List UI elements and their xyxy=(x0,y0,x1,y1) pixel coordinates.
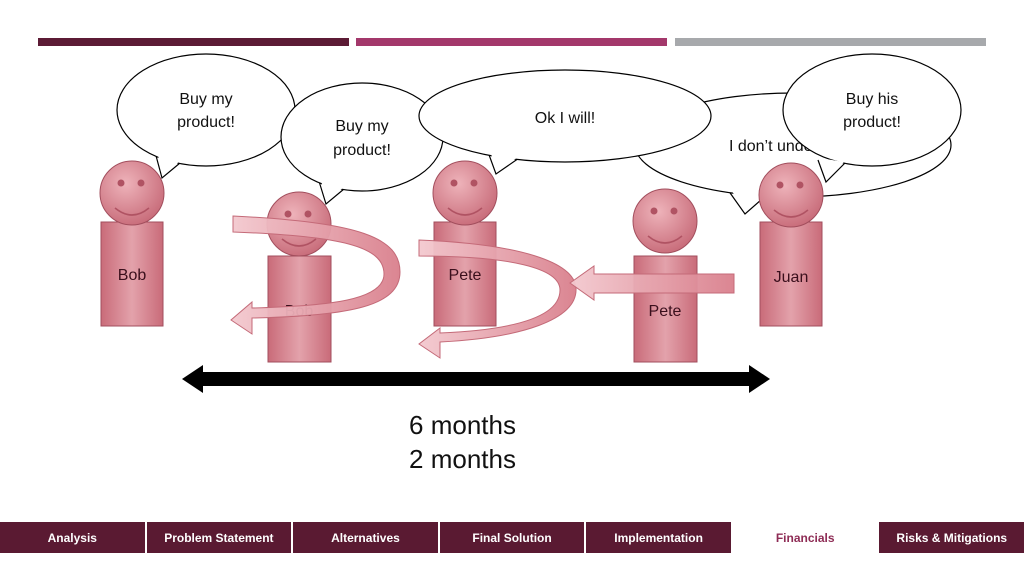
figure-label: Pete xyxy=(449,267,482,284)
tab-analysis[interactable]: Analysis xyxy=(0,522,147,553)
curved-arrow-pete xyxy=(418,239,577,359)
header-bar-magenta xyxy=(356,38,667,46)
bubble-text: Buy my xyxy=(335,118,388,135)
tab-final-solution[interactable]: Final Solution xyxy=(439,522,587,553)
speech-bubble-juan-2: Buy his product! xyxy=(782,53,962,184)
bubble-text: product! xyxy=(333,142,391,159)
tab-implementation[interactable]: Implementation xyxy=(586,522,733,553)
figure-juan: Juan xyxy=(758,162,824,327)
figure-label: Pete xyxy=(649,303,682,320)
speech-bubble-bob-2: Buy my product! xyxy=(280,82,444,206)
header-bar-gray xyxy=(675,38,986,46)
timeline-label-6-months: 6 months xyxy=(409,410,516,440)
header-bar-dark xyxy=(38,38,349,46)
timeline-label-2-months: 2 months xyxy=(409,444,516,474)
curved-arrow-bob xyxy=(230,215,401,335)
bubble-text: product! xyxy=(177,114,235,131)
figure-label: Bob xyxy=(118,267,147,284)
tab-problem-statement[interactable]: Problem Statement xyxy=(146,522,294,553)
bubble-text: Buy my xyxy=(179,91,232,108)
figure-label: Juan xyxy=(774,269,809,286)
bubble-text: Ok I will! xyxy=(535,110,595,127)
tab-alternatives[interactable]: Alternatives xyxy=(293,522,440,553)
figure-bob-2: Bob xyxy=(266,191,332,363)
bubble-text: product! xyxy=(843,114,901,131)
speech-bubble-bob-1: Buy my product! xyxy=(116,53,296,180)
straight-arrow-juan xyxy=(569,265,735,301)
figure-bob-1: Bob xyxy=(99,160,165,327)
figure-pete-1: Pete xyxy=(432,160,498,327)
tab-financials[interactable]: Financials xyxy=(732,522,880,553)
timeline-arrow xyxy=(182,365,770,393)
bottom-nav: Analysis Problem Statement Alternatives … xyxy=(0,522,1024,553)
speech-bubble-pete: Ok I will! xyxy=(418,69,712,175)
bubble-text: Buy his xyxy=(846,91,898,108)
tab-risks-mitigations[interactable]: Risks & Mitigations xyxy=(879,522,1024,553)
